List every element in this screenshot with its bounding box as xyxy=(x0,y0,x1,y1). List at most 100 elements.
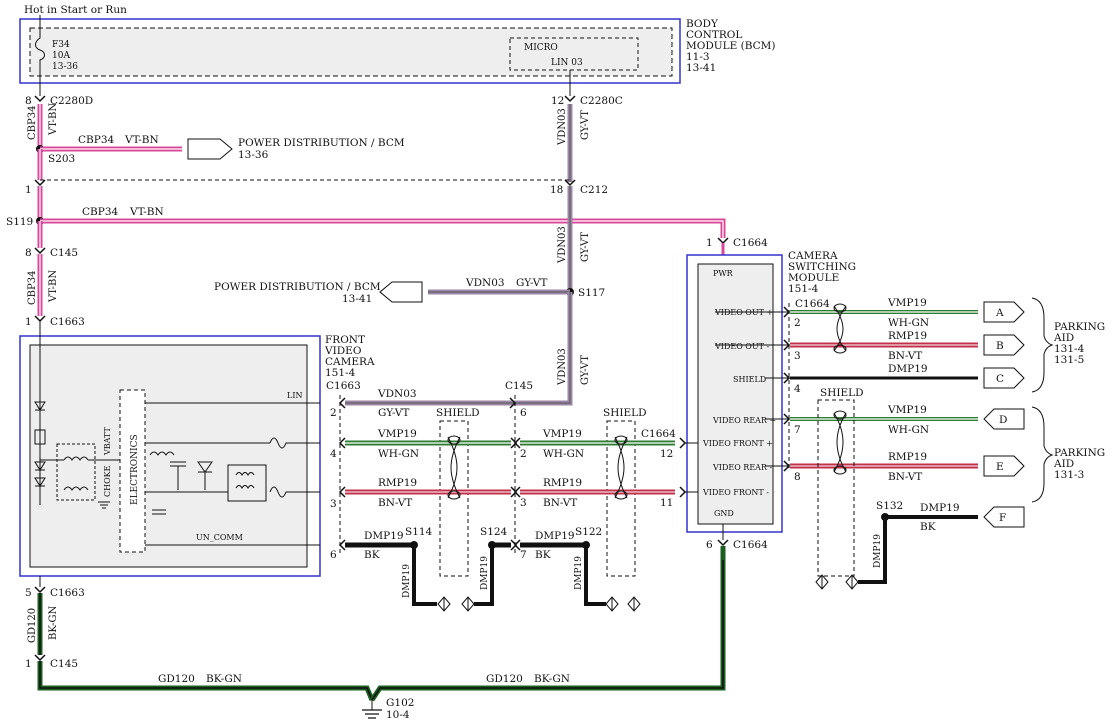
fuse-loop-2 xyxy=(269,486,305,498)
camera-inner-box xyxy=(29,344,308,568)
pd-bcm-2-label: POWER DISTRIBUTION / BCM xyxy=(214,281,381,293)
gd120-h1-label: GD120 xyxy=(158,673,195,685)
mid-video-p-connectors xyxy=(338,437,687,449)
pin-2r: 2 xyxy=(794,317,801,329)
c1664-bot-connector xyxy=(717,539,729,547)
g102-ground-symbol xyxy=(362,709,382,719)
vtbn-h1-label: VT-BN xyxy=(124,134,159,146)
fuse-ref-label: 13-36 xyxy=(52,62,78,72)
dmp19-v3-label: DMP19 xyxy=(574,556,584,590)
video-out-m-label: VIDEO OUT - xyxy=(714,342,769,351)
vdn03-v3-label: VDN03 xyxy=(557,348,568,386)
bcm-title-2: CONTROL xyxy=(686,29,742,41)
s132-label: S132 xyxy=(876,500,903,512)
twist-top-m1 xyxy=(447,435,461,445)
pin-11: 11 xyxy=(660,497,673,509)
micro-label: MICRO xyxy=(524,43,558,53)
pa1-label-2: AID xyxy=(1053,332,1074,344)
bcm-title-4: 11-3 xyxy=(686,51,710,63)
conn-b-label: B xyxy=(996,340,1004,352)
pa1-label-3: 131-4 xyxy=(1054,343,1085,355)
gd120-v-label: GD120 xyxy=(27,608,38,643)
pd-bcm-1-ref: 13-36 xyxy=(238,149,269,161)
pd-bcm-1-label: POWER DISTRIBUTION / BCM xyxy=(238,137,405,149)
vmp19-r1-label: VMP19 xyxy=(887,297,927,309)
pa1-label-1: PARKING xyxy=(1054,321,1105,333)
lin-pin-label: LIN xyxy=(287,391,302,400)
whgn-m1-label: WH-GN xyxy=(378,448,419,460)
twist-bot-m2 xyxy=(614,490,628,500)
connector-e-flag xyxy=(983,455,1025,477)
pin-3b: 3 xyxy=(520,497,527,509)
fvc-title-2: VIDEO xyxy=(324,345,362,357)
camera-diode-2 xyxy=(34,461,46,471)
bk-m2-label: BK xyxy=(535,549,551,561)
dmp19-wire-v2 xyxy=(474,545,494,606)
pin-2a: 2 xyxy=(330,407,337,419)
c1664-bot-label: C1664 xyxy=(733,539,768,551)
connector-c-flag xyxy=(983,367,1025,389)
c145-bot-pin: 1 xyxy=(25,658,32,670)
c2280d-label: C2280D xyxy=(50,95,93,107)
pin-12: 12 xyxy=(660,448,673,460)
twist-symbol-r2 xyxy=(833,412,847,473)
dmp19-v2-label: DMP19 xyxy=(480,556,490,590)
twist-symbol-r1 xyxy=(833,305,847,352)
c1663-mid-label: C1663 xyxy=(326,380,361,392)
pin-6b: 6 xyxy=(330,549,337,561)
c1663-bot-label: C1663 xyxy=(50,587,85,599)
vmp19-m1-label: VMP19 xyxy=(377,428,417,440)
camera-diode-1 xyxy=(34,401,46,411)
choke-coil-1 xyxy=(63,456,89,461)
pa2-label-3: 131-3 xyxy=(1054,469,1084,481)
c1663-pin2-connector xyxy=(338,397,346,409)
c1663-top-connector xyxy=(34,315,46,323)
pin-2b: 2 xyxy=(520,448,527,460)
bkgn-h1-label: BK-GN xyxy=(206,673,242,685)
micro-dashed-box xyxy=(509,37,639,71)
fvc-title-4: 151-4 xyxy=(325,367,356,379)
un-comm-label: UN_COMM xyxy=(196,533,243,542)
c212-label: C212 xyxy=(580,184,608,196)
c1664-mid-label: C1664 xyxy=(641,428,676,440)
pa2-label-2: AID xyxy=(1053,458,1074,470)
choke-dashed-box xyxy=(56,443,96,501)
dmp19-wire-v3 xyxy=(584,545,606,606)
mid-video-m-connectors xyxy=(338,486,687,498)
rmp19-m1-label: RMP19 xyxy=(378,477,417,489)
cbp34-h1-label: CBP34 xyxy=(78,134,114,146)
c145-bot-connector xyxy=(34,654,46,662)
cbp34-h2-label: CBP34 xyxy=(82,206,118,218)
connector-a-flag xyxy=(983,301,1025,323)
twist-top-r1 xyxy=(833,303,847,313)
rmp19-m2-label: RMP19 xyxy=(543,477,582,489)
pin-7m: 7 xyxy=(520,549,527,561)
vmp19-r2-label: VMP19 xyxy=(887,404,927,416)
dmp19-v1-label: DMP19 xyxy=(402,564,412,598)
bcm-title-5: 13-41 xyxy=(686,62,716,74)
gd120-h2-label: GD120 xyxy=(486,673,523,685)
shield-m2-label: SHIELD xyxy=(603,407,647,419)
video-front-p-label: VIDEO FRONT + xyxy=(702,439,773,448)
c1664-right-label: C1664 xyxy=(795,298,830,310)
s132-splice xyxy=(881,513,889,521)
camera-fuse-element xyxy=(34,429,46,445)
shield-r-label: SHIELD xyxy=(820,387,864,399)
electronics-label: ELECTRONICS xyxy=(130,434,140,505)
dmp19-r3-label: DMP19 xyxy=(920,502,960,514)
connector-b-flag xyxy=(983,334,1025,356)
shield-pin-label: SHIELD xyxy=(733,375,766,384)
c2280c-pin: 12 xyxy=(551,95,564,107)
g102-ref-label: 10-4 xyxy=(386,709,410,721)
vtbn-v2-label: VT-BN xyxy=(48,270,59,303)
bcm-inner-dashed-box xyxy=(29,27,673,77)
dmp19-wire-v1 xyxy=(412,545,437,606)
c1663-pin6-connector xyxy=(338,539,346,551)
bkgn-h2-label: BK-GN xyxy=(534,673,570,685)
csm-inner-box xyxy=(697,263,774,525)
bk-m1-label: BK xyxy=(364,549,380,561)
csm-title-4: 151-4 xyxy=(788,283,819,295)
vdn03-v1-label: VDN03 xyxy=(557,108,568,146)
pd-bcm-1-flag xyxy=(187,138,233,160)
